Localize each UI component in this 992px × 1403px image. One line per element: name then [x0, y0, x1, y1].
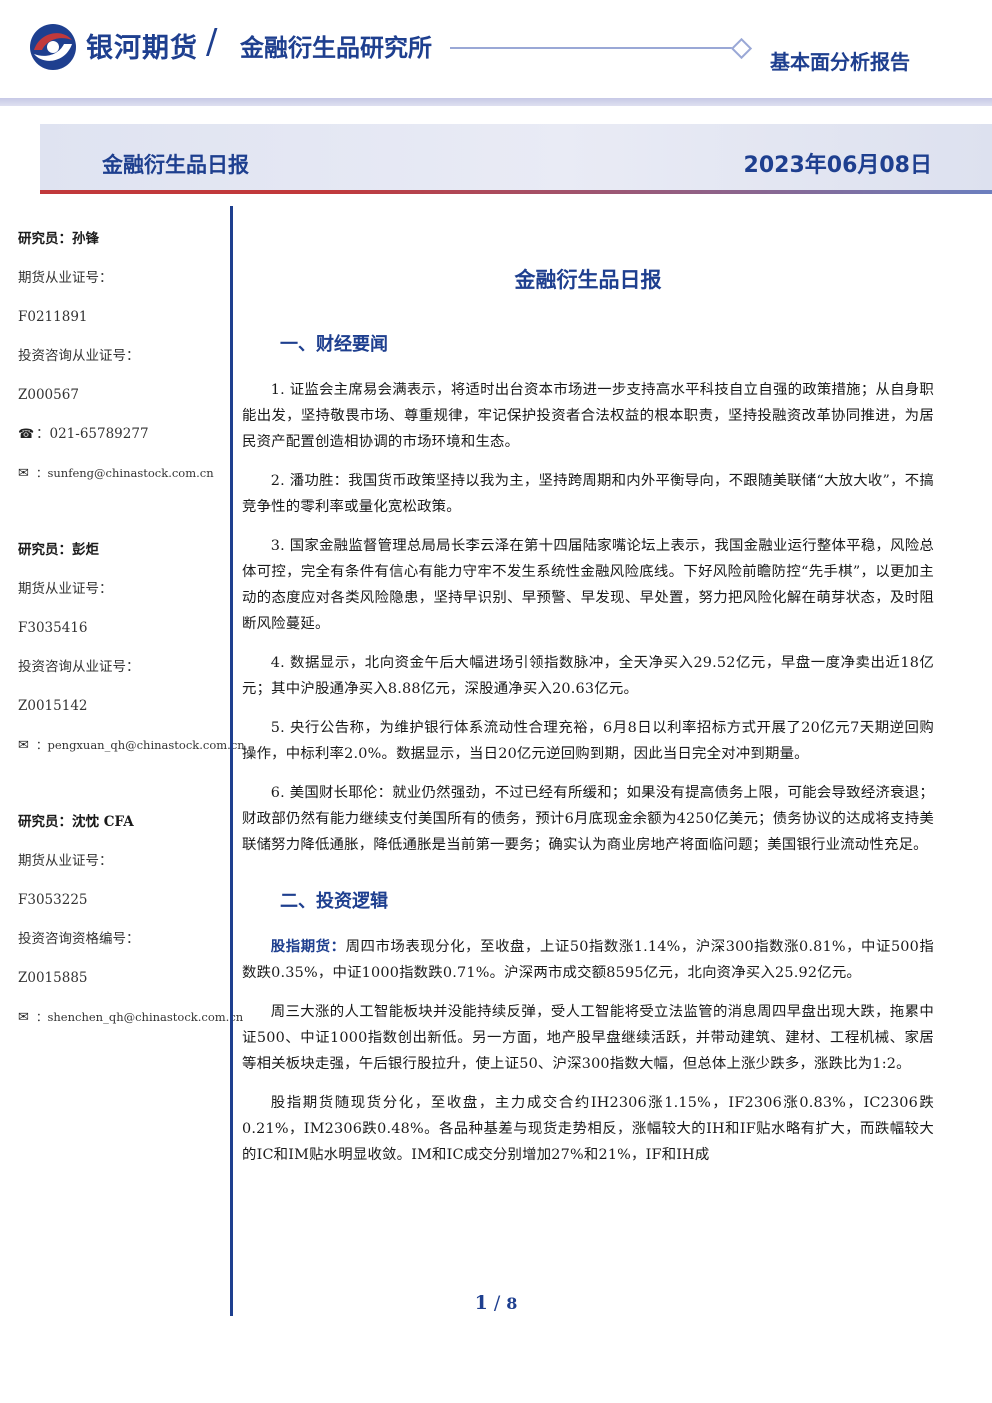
- banner-underline: [40, 190, 992, 194]
- header-rule: [450, 47, 732, 49]
- phone-number: ：021-65789277: [36, 426, 149, 442]
- consult-label: 投资咨询从业证号：: [18, 659, 140, 675]
- cert-label: 期货从业证号：: [18, 853, 113, 869]
- document-title: 金融衍生品日报: [514, 268, 662, 292]
- brand-name: 银河期货: [86, 33, 198, 64]
- section-heading-news: 一、财经要闻: [280, 334, 388, 355]
- sidebar-divider: [230, 206, 233, 1316]
- page-number: 1/ 8: [0, 1292, 992, 1314]
- news-item: 5. 央行公告称，为维护银行体系流动性合理充裕，6月8日以利率招标方式开展了20…: [242, 720, 934, 762]
- researcher-name: 研究员：彭炬: [18, 542, 99, 558]
- banner-title: 金融衍生品日报: [102, 153, 249, 177]
- consult-label: 投资咨询从业证号：: [18, 348, 140, 364]
- email-link[interactable]: ：shenchen_qh@chinastock.com.cn: [36, 1010, 244, 1024]
- phone-icon: ☎: [18, 427, 35, 442]
- report-type: 基本面分析报告: [770, 50, 910, 74]
- section-heading-logic: 二、投资逻辑: [280, 891, 388, 912]
- news-item: 2. 潘功胜：我国货币政策坚持以我为主，坚持跨周期和内外平衡导向，不跟随美联储“…: [242, 473, 934, 515]
- mail-icon: ✉: [18, 1010, 29, 1025]
- header-band: [0, 98, 992, 106]
- page-header: 银河期货 / 金融衍生品研究所 基本面分析报告: [0, 0, 992, 106]
- galaxy-logo-icon: [30, 24, 76, 70]
- mail-icon: ✉: [18, 466, 29, 481]
- cert-label: 期货从业证号：: [18, 581, 113, 597]
- cert-number: F0211891: [18, 309, 88, 325]
- cert-number: F3035416: [18, 620, 88, 636]
- email-row: ✉ ：pengxuan_qh@chinastock.com.cn: [18, 728, 245, 767]
- diamond-icon: [730, 37, 753, 60]
- page-separator: /: [493, 1292, 501, 1314]
- mail-icon: ✉: [18, 738, 29, 753]
- consult-label: 投资咨询资格编号：: [18, 931, 140, 947]
- logic-paragraph: 周三大涨的人工智能板块并没能持续反弹，受人工智能将受立法监管的消息周四早盘出现大…: [242, 1004, 934, 1072]
- total-pages: 8: [506, 1294, 518, 1313]
- title-banner: [40, 124, 992, 192]
- researcher-card: 研究员：彭炬 期货从业证号： F3035416 投资咨询从业证号： Z00151…: [18, 533, 245, 767]
- logic-paragraph: 股指期货：周四市场表现分化，至收盘，上证50指数涨1.14%，沪深300指数涨0…: [242, 934, 934, 986]
- current-page: 1: [474, 1292, 488, 1314]
- email-row: ✉ ：shenchen_qh@chinastock.com.cn: [18, 1000, 243, 1039]
- consult-number: Z0015142: [18, 698, 88, 714]
- institute-name: 金融衍生品研究所: [240, 34, 432, 62]
- email-link[interactable]: ：sunfeng@chinastock.com.cn: [36, 466, 214, 480]
- lead-label: 股指期货：: [270, 939, 346, 955]
- news-item: 6. 美国财长耶伦：就业仍然强劲，不过已经有所缓和；如果没有提高债务上限，可能会…: [242, 785, 934, 853]
- report-body: 金融衍生品日报 一、财经要闻 1. 证监会主席易会满表示，将适时出台资本市场进一…: [242, 262, 934, 1181]
- cert-label: 期货从业证号：: [18, 270, 113, 286]
- researcher-card: 研究员：沈忱 CFA 期货从业证号： F3053225 投资咨询资格编号： Z0…: [18, 805, 243, 1039]
- researcher-sidebar: 研究员：孙锋 期货从业证号： F0211891 投资咨询从业证号： Z00056…: [18, 222, 245, 1077]
- email-link[interactable]: ：pengxuan_qh@chinastock.com.cn: [36, 738, 245, 752]
- email-row: ✉ ：sunfeng@chinastock.com.cn: [18, 456, 228, 495]
- logic-text: 周四市场表现分化，至收盘，上证50指数涨1.14%，沪深300指数涨0.81%，…: [242, 939, 934, 981]
- logic-paragraph: 股指期货随现货分化，至收盘，主力成交合约IH2306涨1.15%，IF2306涨…: [242, 1095, 934, 1163]
- consult-number: Z000567: [18, 387, 79, 403]
- phone-row: ☎：021-65789277: [18, 417, 228, 456]
- news-item: 3. 国家金融监督管理总局局长李云泽在第十四届陆家嘴论坛上表示，我国金融业运行整…: [242, 538, 934, 632]
- report-date: 2023年06月08日: [743, 153, 932, 178]
- cert-number: F3053225: [18, 892, 88, 908]
- header-slash: /: [206, 22, 218, 62]
- researcher-name: 研究员：孙锋: [18, 231, 99, 247]
- news-item: 4. 数据显示，北向资金午后大幅进场引领指数脉冲，全天净买入29.52亿元，早盘…: [242, 655, 934, 697]
- researcher-name: 研究员：沈忱 CFA: [18, 814, 134, 830]
- consult-number: Z0015885: [18, 970, 88, 986]
- news-item: 1. 证监会主席易会满表示，将适时出台资本市场进一步支持高水平科技自立自强的政策…: [242, 382, 934, 450]
- researcher-card: 研究员：孙锋 期货从业证号： F0211891 投资咨询从业证号： Z00056…: [18, 222, 228, 495]
